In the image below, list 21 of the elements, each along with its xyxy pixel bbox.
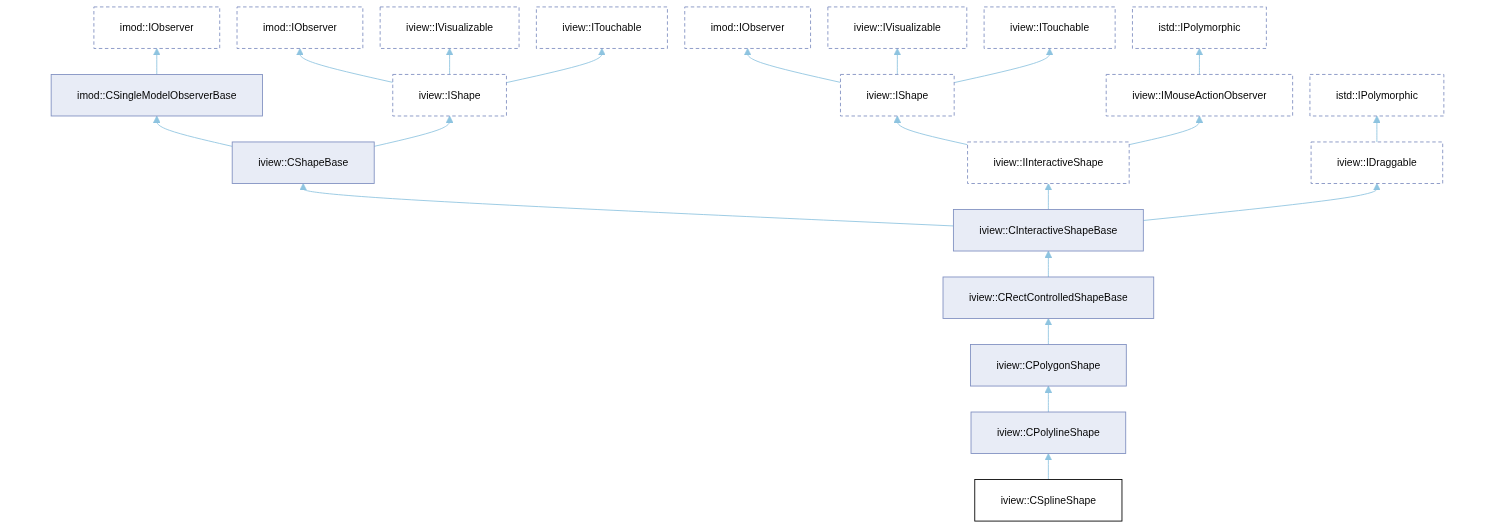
node-box: iview::ITouchable: [983, 6, 1116, 49]
node-box: istd::IPolymorphic: [1132, 6, 1267, 49]
node-box: imod::IObserver: [236, 6, 364, 49]
node-box: iview::IVisualizable: [379, 6, 520, 49]
node-box: imod::CSingleModelObserverBase: [50, 74, 263, 117]
node-box: iview::IDraggable: [1310, 141, 1444, 184]
node-box: iview::IInteractiveShape: [967, 141, 1130, 184]
node-box: iview::CInteractiveShapeBase: [952, 209, 1144, 252]
node-box: iview::CShapeBase: [231, 141, 375, 184]
node-box: iview::IShape: [392, 74, 507, 117]
node-box: istd::IPolymorphic: [1309, 74, 1445, 117]
node-box: iview::IShape: [840, 74, 955, 117]
node-box: iview::CRectControlledShapeBase: [942, 276, 1155, 319]
node-box: imod::IObserver: [684, 6, 811, 49]
node-box: imod::IObserver: [93, 6, 221, 49]
node-box: iview::IVisualizable: [827, 6, 968, 49]
node-box: iview::CSplineShape: [974, 479, 1123, 522]
node-box: iview::IMouseActionObserver: [1105, 74, 1294, 117]
node-box: iview::CPolygonShape: [970, 344, 1127, 387]
node-box: iview::ITouchable: [535, 6, 668, 49]
node-box: iview::CPolylineShape: [970, 411, 1127, 454]
